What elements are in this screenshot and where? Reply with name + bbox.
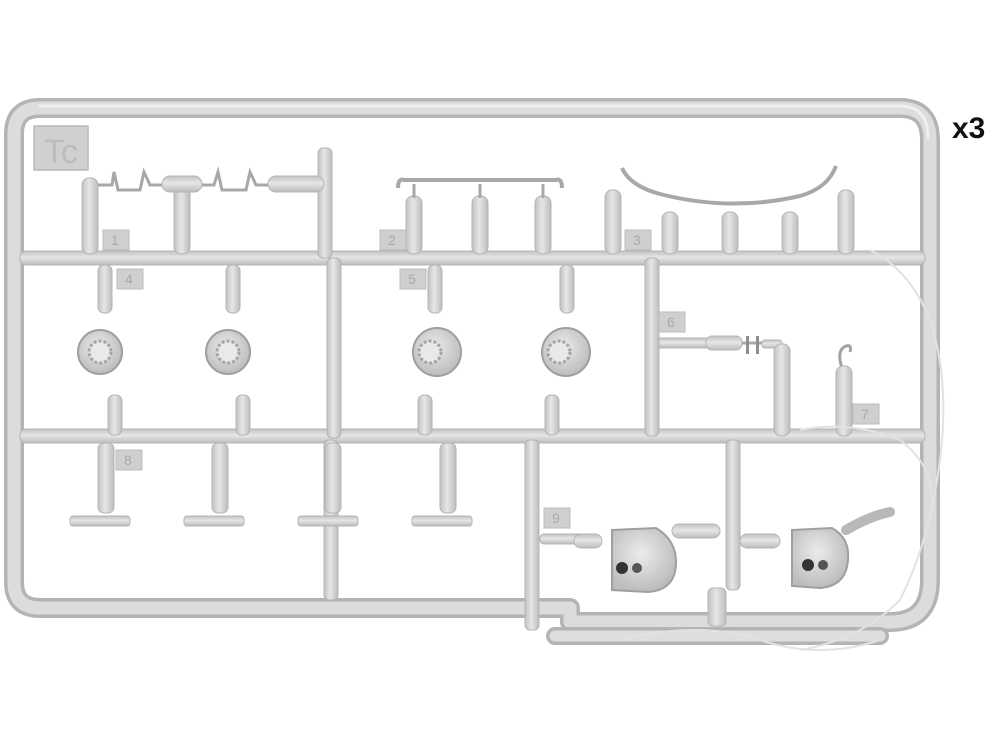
part-tag-8: 8 <box>115 449 143 471</box>
part-tag-5: 5 <box>399 268 427 290</box>
part-tag-2-text: 2 <box>388 232 396 248</box>
part-tag-6-text: 6 <box>667 314 675 330</box>
part-3-curved-wire <box>604 165 855 255</box>
sprue-frame <box>4 98 940 645</box>
part-tag-3: 3 <box>624 229 652 251</box>
vertical-runners <box>317 147 741 631</box>
part-tag-3-text: 3 <box>633 232 641 248</box>
part-tag-4-text: 4 <box>125 271 133 287</box>
part-tag-9-text: 9 <box>552 510 560 526</box>
part-2-handle <box>396 177 564 255</box>
part-6-bracket <box>705 335 791 437</box>
part-tag-4: 4 <box>116 268 144 290</box>
part-tag-2: 2 <box>379 229 407 251</box>
part-tag-7-text: 7 <box>861 406 869 422</box>
part-7-hook <box>835 344 853 437</box>
part-9-housings <box>573 507 895 594</box>
part-tag-5-text: 5 <box>408 271 416 287</box>
part-tag-1: 1 <box>102 229 130 251</box>
part-number-tags: 1 2 3 4 5 6 7 8 9 <box>102 229 880 529</box>
part-tag-1-text: 1 <box>111 232 119 248</box>
part-8-t-pieces <box>69 442 473 527</box>
quantity-label: x3 <box>952 112 986 145</box>
part-4-discs <box>77 264 251 436</box>
watermark-outline <box>619 249 945 651</box>
sprue-code-tag: Tc <box>33 125 89 171</box>
sprue-code-text: Tc <box>44 133 78 171</box>
part-tag-6: 6 <box>658 311 686 333</box>
part-5-discs <box>412 264 591 436</box>
part-1-clips <box>81 166 325 255</box>
part-tag-7: 7 <box>852 403 880 425</box>
part-tag-8-text: 8 <box>124 452 132 468</box>
part-tag-9: 9 <box>543 507 571 529</box>
